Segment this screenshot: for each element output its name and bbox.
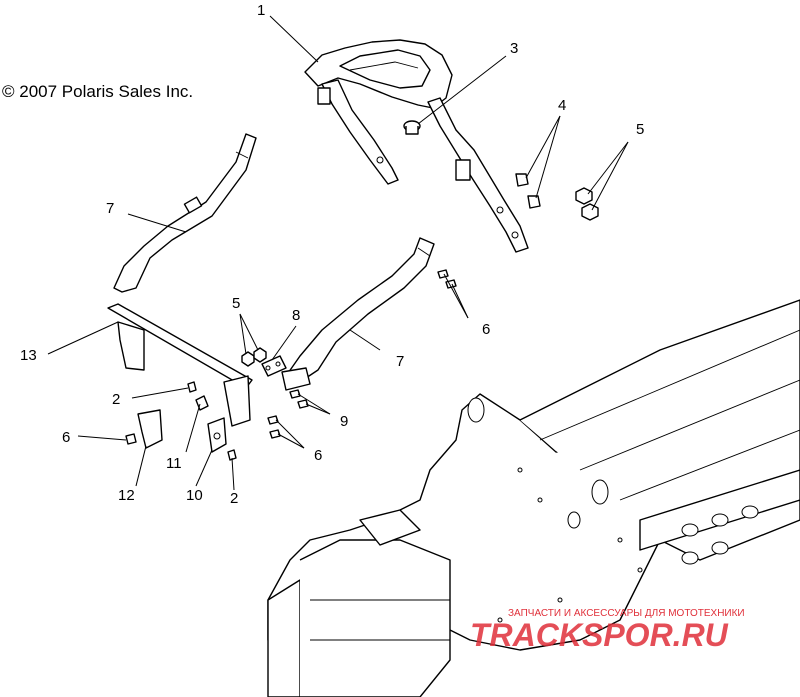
- callout-1: 1: [257, 2, 265, 19]
- callout-6-right: 6: [482, 321, 490, 338]
- callout-3: 3: [510, 40, 518, 57]
- callout-11: 11: [166, 455, 182, 472]
- nuts-5-middle: [241, 347, 267, 367]
- cross-member-13: [107, 303, 253, 427]
- watermark-caption: ЗАПЧАСТИ И АКСЕССУАРЫ ДЛЯ МОТОТЕХНИКИ: [508, 608, 745, 619]
- callout-13: 13: [20, 347, 37, 364]
- chassis: [267, 299, 800, 697]
- leader-lines: [47, 15, 629, 491]
- watermark-logo: TRACKSPOR.RU: [470, 617, 729, 653]
- bolt-3: [403, 120, 421, 135]
- steering-support-frame: [304, 39, 529, 253]
- callout-2-upper: 2: [112, 391, 120, 408]
- bolts-9: [289, 389, 309, 409]
- bracket-10: [207, 417, 227, 453]
- brace-7-right: [281, 237, 435, 391]
- copyright-text: © 2007 Polaris Sales Inc.: [2, 82, 193, 101]
- callout-12: 12: [118, 487, 135, 504]
- bolt-6-left: [125, 433, 137, 445]
- pin-2-lower: [227, 449, 237, 461]
- callout-2-lower: 2: [230, 490, 238, 507]
- callout-9: 9: [340, 413, 348, 430]
- brace-7-left: [113, 133, 257, 293]
- callout-8: 8: [292, 307, 300, 324]
- callout-7-left: 7: [106, 200, 114, 217]
- callout-4: 4: [558, 97, 566, 114]
- pin-2-upper: [187, 381, 197, 393]
- callout-7-right: 7: [396, 353, 404, 370]
- plate-8: [261, 355, 287, 377]
- nuts-5-upper: [575, 187, 599, 221]
- bolts-6-middle: [267, 415, 281, 439]
- callout-5-upper: 5: [636, 121, 644, 138]
- callout-6-middle: 6: [314, 447, 322, 464]
- callouts: 1 3 4 5 7 5 8 6 7 13 2 9 6 11 6 12 10 2: [20, 2, 644, 507]
- clip-11: [195, 395, 209, 411]
- watermark: ЗАПЧАСТИ И АКСЕССУАРЫ ДЛЯ МОТОТЕХНИКИ TR…: [470, 608, 745, 653]
- bracket-12: [137, 409, 163, 449]
- callout-6-left: 6: [62, 429, 70, 446]
- callout-10: 10: [186, 487, 203, 504]
- bolts-4: [515, 173, 541, 209]
- callout-5-middle: 5: [232, 295, 240, 312]
